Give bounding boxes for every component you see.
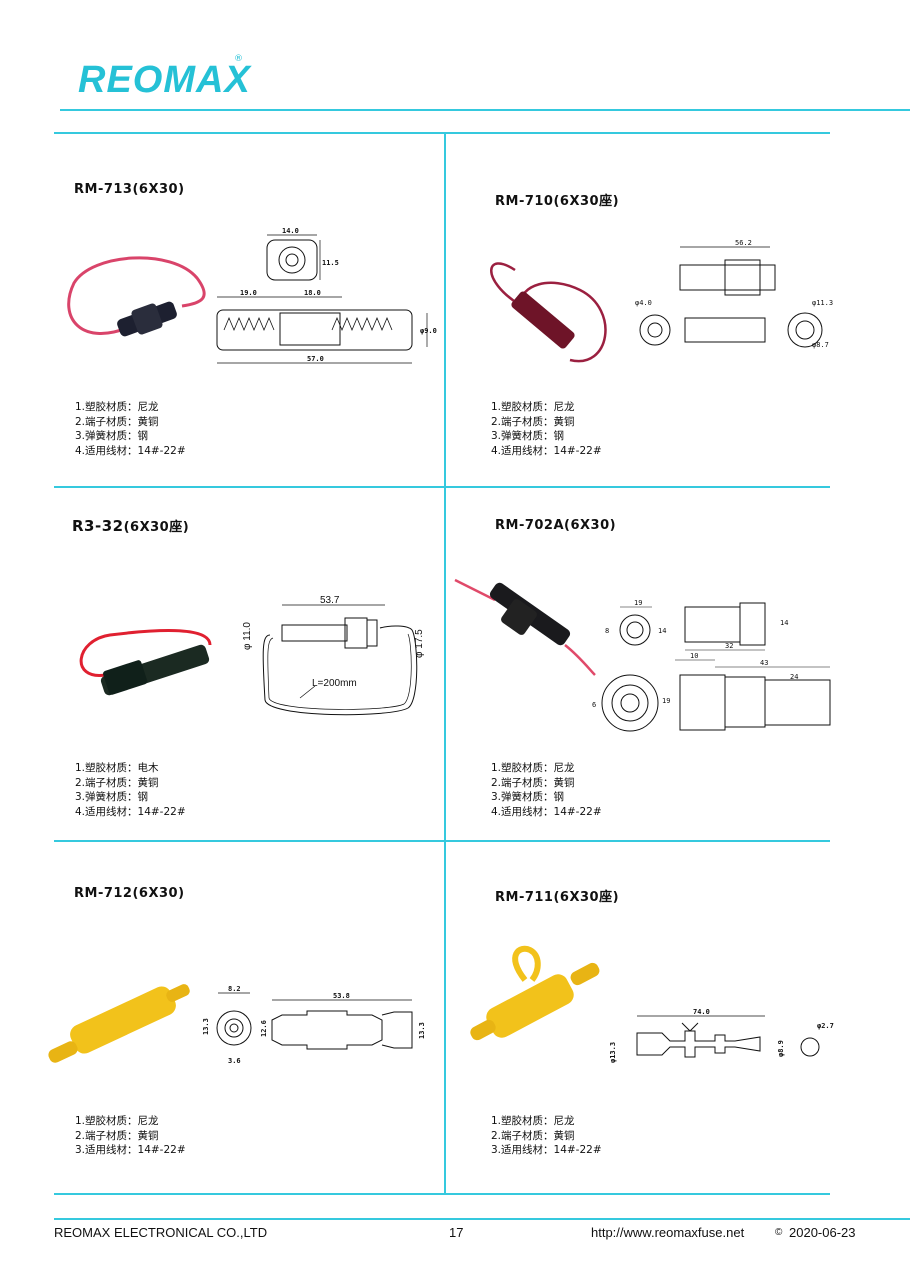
- grid-top-line: [54, 132, 830, 134]
- svg-text:53.8: 53.8: [333, 992, 350, 1000]
- svg-text:φ9.0: φ9.0: [420, 327, 437, 335]
- svg-text:57.0: 57.0: [307, 355, 324, 363]
- spec-line: 2.端子材质：黄铜: [491, 776, 575, 789]
- spec-line: 3.弹簧材质：钢: [491, 430, 565, 442]
- rm712-spec-list: 1.塑胶材质：尼龙 2.端子材质：黄铜 3.适用线材：14#-22#: [75, 1114, 186, 1158]
- rm710-technical-drawing: 56.2 φ4.0 φ11.3 φ8.7: [635, 239, 833, 349]
- spec-line: 2.端子材质：黄铜: [75, 415, 159, 428]
- footer-date: 2020-06-23: [789, 1225, 856, 1240]
- svg-text:φ 17.5: φ 17.5: [414, 629, 425, 658]
- svg-text:3.6: 3.6: [228, 1057, 241, 1065]
- svg-text:φ8.7: φ8.7: [812, 341, 829, 349]
- svg-text:φ11.3: φ11.3: [812, 299, 833, 307]
- spec-line: 3.弹簧材质：钢: [491, 791, 565, 803]
- svg-text:43: 43: [760, 659, 768, 667]
- product-title-rm710: RM-710(6X30座): [495, 194, 620, 209]
- spec-line: 2.端子材质：黄铜: [75, 776, 159, 789]
- svg-text:14.0: 14.0: [282, 227, 299, 235]
- grid-bottom-line: [54, 1193, 830, 1195]
- rm702a-technical-drawing: 19 14 8 14 32 10 43 6 19 24: [592, 599, 831, 732]
- svg-text:56.2: 56.2: [735, 239, 752, 247]
- rm713-spec-list: 1.塑胶材质：尼龙 2.端子材质：黄铜 3.弹簧材质：钢 4.适用线材：14#-…: [75, 400, 186, 458]
- rm702a-spec-list: 1.塑胶材质：尼龙 2.端子材质：黄铜 3.弹簧材质：钢 4.适用线材：14#-…: [491, 761, 602, 819]
- r332-product-photo: [79, 629, 212, 696]
- svg-text:14: 14: [658, 627, 666, 635]
- spec-line: 4.适用线材：14#-22#: [491, 444, 602, 457]
- spec-line: 2.端子材质：黄铜: [75, 1129, 159, 1142]
- spec-line: 1.塑胶材质：尼龙: [491, 762, 575, 774]
- svg-text:32: 32: [725, 642, 733, 650]
- copyright-icon: ©: [775, 1227, 783, 1238]
- rm710-product-photo: [490, 262, 607, 363]
- svg-text:19: 19: [634, 599, 642, 607]
- footer-page-number: 17: [449, 1225, 464, 1240]
- registered-mark: ®: [234, 54, 243, 64]
- spec-line: 4.适用线材：14#-22#: [491, 805, 602, 818]
- title-suffix: (6X30座): [123, 520, 190, 535]
- rm713-technical-drawing: 14.0 11.5 19.0 18.0 57.0 φ9.0: [216, 227, 437, 364]
- svg-text:8.2: 8.2: [228, 985, 241, 993]
- footer-divider: [54, 1218, 910, 1220]
- reomax-logo: REOMAX: [78, 59, 251, 101]
- svg-text:19: 19: [662, 697, 670, 705]
- product-title-rm712: RM-712(6X30): [74, 886, 185, 901]
- product-title-rm713: RM-713(6X30): [74, 182, 185, 197]
- rm710-spec-list: 1.塑胶材质：尼龙 2.端子材质：黄铜 3.弹簧材质：钢 4.适用线材：14#-…: [491, 400, 602, 458]
- svg-text:φ 11.0: φ 11.0: [242, 622, 253, 650]
- svg-text:14: 14: [780, 619, 788, 627]
- grid-center-divider: [444, 132, 446, 1195]
- rm711-technical-drawing: 74.0 φ13.3 φ8.9 φ2.7: [609, 1008, 834, 1063]
- rm712-technical-drawing: 8.2 13.3 3.6 53.8 12.6 13.3: [202, 985, 426, 1065]
- svg-text:10: 10: [690, 652, 698, 660]
- spec-line: 1.塑胶材质：尼龙: [75, 1115, 159, 1127]
- product-title-rm702a: RM-702A(6X30): [495, 518, 617, 533]
- spec-line: 1.塑胶材质：尼龙: [491, 1115, 575, 1127]
- spec-line: 1.塑胶材质：电木: [75, 762, 159, 774]
- svg-text:12.6: 12.6: [260, 1020, 268, 1037]
- spec-line: 3.适用线材：14#-22#: [491, 1144, 602, 1156]
- svg-text:φ2.7: φ2.7: [817, 1022, 834, 1030]
- r332-technical-drawing: 53.7 φ 11.0 φ 17.5 L=200mm: [242, 595, 425, 716]
- r332-spec-list: 1.塑胶材质：电木 2.端子材质：黄铜 3.弹簧材质：钢 4.适用线材：14#-…: [75, 761, 186, 819]
- svg-text:74.0: 74.0: [693, 1008, 710, 1016]
- svg-text:8: 8: [605, 627, 609, 635]
- spec-line: 4.适用线材：14#-22#: [75, 805, 186, 818]
- title-main: R3-32: [72, 517, 124, 535]
- header-divider: [60, 109, 910, 111]
- svg-text:13.3: 13.3: [418, 1022, 426, 1039]
- svg-text:6: 6: [592, 701, 596, 709]
- rm712-product-photo: [48, 984, 190, 1063]
- rm711-spec-list: 1.塑胶材质：尼龙 2.端子材质：黄铜 3.适用线材：14#-22#: [491, 1114, 602, 1158]
- spec-line: 3.弹簧材质：钢: [75, 791, 149, 803]
- spec-line: 2.端子材质：黄铜: [491, 415, 575, 428]
- svg-text:19.0: 19.0: [240, 289, 257, 297]
- spec-line: 4.适用线材：14#-22#: [75, 444, 186, 457]
- spec-line: 1.塑胶材质：尼龙: [75, 401, 159, 413]
- rm702a-product-photo: [454, 578, 596, 676]
- spec-line: 3.弹簧材质：钢: [75, 430, 149, 442]
- svg-text:18.0: 18.0: [304, 289, 321, 297]
- svg-text:φ13.3: φ13.3: [609, 1042, 617, 1063]
- product-title-r332: R3-32(6X30座): [72, 516, 189, 535]
- svg-text:24: 24: [790, 673, 798, 681]
- rm711-product-photo: [470, 945, 600, 1041]
- svg-text:11.5: 11.5: [322, 259, 339, 267]
- spec-line: 2.端子材质：黄铜: [491, 1129, 575, 1142]
- svg-text:φ8.9: φ8.9: [777, 1040, 785, 1057]
- spec-line: 1.塑胶材质：尼龙: [491, 401, 575, 413]
- product-title-rm711: RM-711(6X30座): [495, 890, 620, 905]
- svg-text:13.3: 13.3: [202, 1018, 210, 1035]
- spec-line: 3.适用线材：14#-22#: [75, 1144, 186, 1156]
- footer-url[interactable]: http://www.reomaxfuse.net: [591, 1225, 745, 1240]
- svg-text:53.7: 53.7: [320, 595, 340, 606]
- grid-row1-line: [54, 486, 830, 488]
- svg-text:φ4.0: φ4.0: [635, 299, 652, 307]
- footer-company: REOMAX ELECTRONICAL CO.,LTD: [54, 1225, 268, 1240]
- grid-row2-line: [54, 840, 830, 842]
- svg-text:L=200mm: L=200mm: [312, 678, 357, 689]
- rm713-product-photo: [67, 256, 206, 337]
